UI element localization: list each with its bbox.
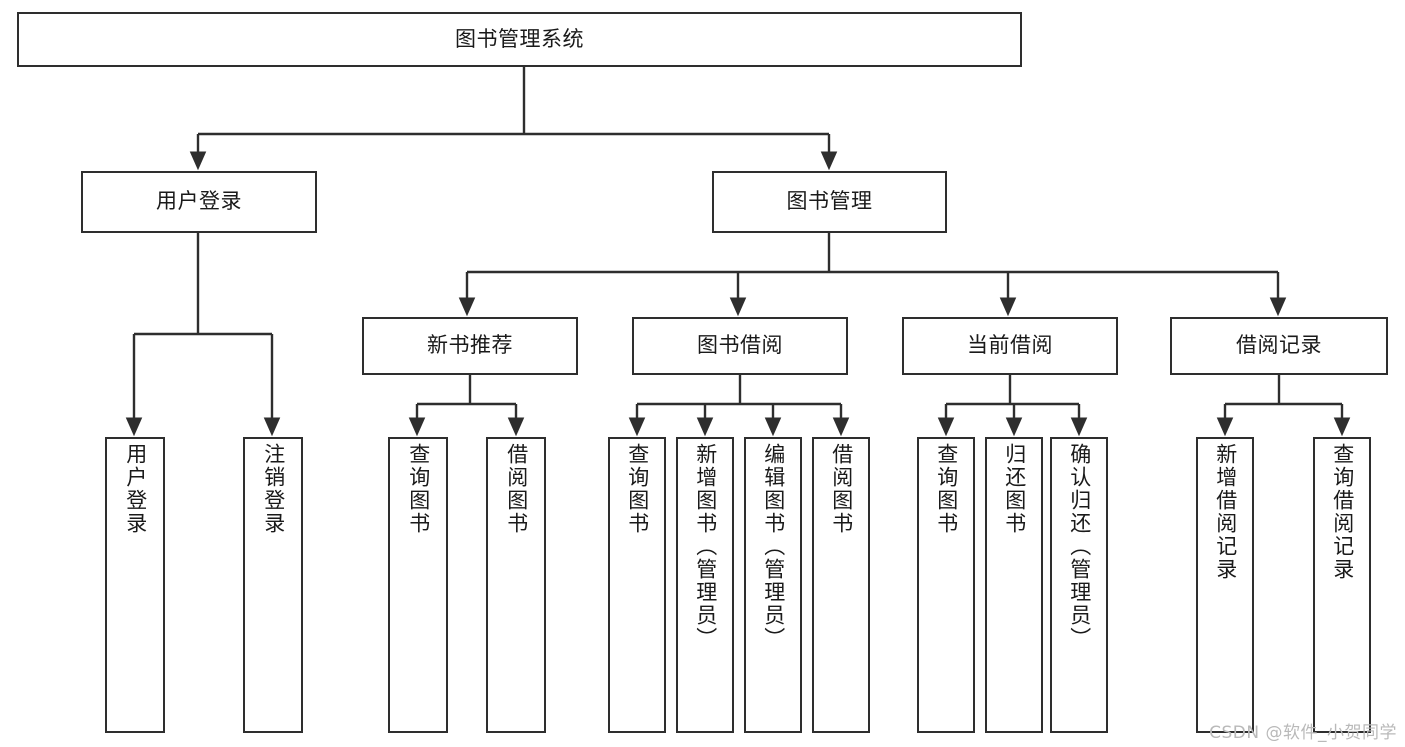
node-label: 归还图书 bbox=[1002, 443, 1027, 535]
borrow-to-l3-head bbox=[764, 417, 782, 437]
node-leaf-query-record[interactable]: 查询借阅记录 bbox=[1313, 437, 1371, 733]
node-root[interactable]: 图书管理系统 bbox=[17, 12, 1022, 67]
root-to-login-head bbox=[189, 151, 207, 171]
node-label: 借阅记录 bbox=[1236, 333, 1322, 358]
node-label: 借阅图书 bbox=[829, 443, 854, 535]
borrow-to-l4-head bbox=[832, 417, 850, 437]
node-label: 当前借阅 bbox=[967, 333, 1053, 358]
current-to-l2-head bbox=[1005, 417, 1023, 437]
node-label: 新书推荐 bbox=[427, 333, 513, 358]
node-leaf-return-book[interactable]: 归还图书 bbox=[985, 437, 1043, 733]
bookmgmt-to-c3-head bbox=[999, 297, 1017, 317]
node-label: 用户登录 bbox=[123, 443, 148, 535]
node-leaf-add-record[interactable]: 新增借阅记录 bbox=[1196, 437, 1254, 733]
record-to-l1-head bbox=[1216, 417, 1234, 437]
node-new-book-recommend[interactable]: 新书推荐 bbox=[362, 317, 578, 375]
node-label: 用户登录 bbox=[156, 189, 242, 214]
node-borrow-record[interactable]: 借阅记录 bbox=[1170, 317, 1388, 375]
node-leaf-borrow-book-1[interactable]: 借阅图书 bbox=[486, 437, 546, 733]
node-label: 查询借阅记录 bbox=[1330, 443, 1355, 581]
node-leaf-query-book-3[interactable]: 查询图书 bbox=[917, 437, 975, 733]
node-leaf-edit-book[interactable]: 编辑图书（管理员） bbox=[744, 437, 802, 733]
current-to-l3-head bbox=[1070, 417, 1088, 437]
record-to-l2-head bbox=[1333, 417, 1351, 437]
node-label: 借阅图书 bbox=[504, 443, 529, 535]
node-label: 查询图书 bbox=[934, 443, 959, 535]
node-label: 编辑图书（管理员） bbox=[761, 443, 786, 650]
node-book-borrow[interactable]: 图书借阅 bbox=[632, 317, 848, 375]
bookmgmt-to-c4-head bbox=[1269, 297, 1287, 317]
node-leaf-borrow-book-2[interactable]: 借阅图书 bbox=[812, 437, 870, 733]
node-label: 查询图书 bbox=[406, 443, 431, 535]
bookmgmt-to-c1-head bbox=[458, 297, 476, 317]
node-leaf-user-logout[interactable]: 注销登录 bbox=[243, 437, 303, 733]
node-current-borrow[interactable]: 当前借阅 bbox=[902, 317, 1118, 375]
node-label: 查询图书 bbox=[625, 443, 650, 535]
node-user-login[interactable]: 用户登录 bbox=[81, 171, 317, 233]
node-leaf-add-book[interactable]: 新增图书（管理员） bbox=[676, 437, 734, 733]
current-to-l1-head bbox=[937, 417, 955, 437]
connector-group bbox=[125, 67, 1351, 437]
node-label: 新增借阅记录 bbox=[1213, 443, 1238, 581]
node-leaf-query-book-2[interactable]: 查询图书 bbox=[608, 437, 666, 733]
node-label: 图书管理 bbox=[786, 189, 873, 214]
node-book-management[interactable]: 图书管理 bbox=[712, 171, 947, 233]
node-leaf-user-login[interactable]: 用户登录 bbox=[105, 437, 165, 733]
node-label: 确认归还（管理员） bbox=[1067, 443, 1092, 650]
node-label: 注销登录 bbox=[261, 443, 286, 535]
borrow-to-l2-head bbox=[696, 417, 714, 437]
rec-to-l2-head bbox=[507, 417, 525, 437]
root-to-bookmgmt-head bbox=[820, 151, 838, 171]
rec-to-l1-head bbox=[408, 417, 426, 437]
node-label: 图书借阅 bbox=[697, 333, 783, 358]
borrow-to-l1-head bbox=[628, 417, 646, 437]
node-label: 新增图书（管理员） bbox=[693, 443, 718, 650]
node-leaf-query-book-1[interactable]: 查询图书 bbox=[388, 437, 448, 733]
bookmgmt-to-c2-head bbox=[729, 297, 747, 317]
node-leaf-confirm-return[interactable]: 确认归还（管理员） bbox=[1050, 437, 1108, 733]
login-to-l2-head bbox=[263, 417, 281, 437]
login-to-l1-head bbox=[125, 417, 143, 437]
node-label: 图书管理系统 bbox=[455, 26, 584, 51]
